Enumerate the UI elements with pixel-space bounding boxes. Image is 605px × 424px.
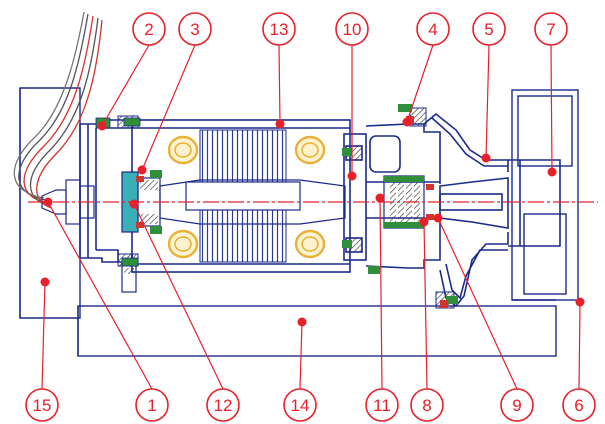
front-mount-frame xyxy=(511,89,579,301)
callout-circle-7 xyxy=(534,12,568,46)
callout-dot-5 xyxy=(481,153,491,163)
callout-label-9: 9 xyxy=(512,396,521,415)
callout-circle-11 xyxy=(365,388,399,422)
callout-circle-9 xyxy=(500,388,534,422)
callout-leader-1 xyxy=(47,201,153,390)
power-cables xyxy=(13,11,103,209)
motor-shaft xyxy=(159,179,346,225)
callout-leader-15 xyxy=(41,281,46,390)
output-shaft xyxy=(439,159,561,247)
callout-label-12: 12 xyxy=(214,396,233,415)
callout-dot-11 xyxy=(375,193,385,203)
callout-circle-2 xyxy=(132,12,166,46)
callout-dot-3 xyxy=(137,165,147,175)
callout-label-10: 10 xyxy=(343,20,362,39)
callout-label-13: 13 xyxy=(270,20,289,39)
rear-support-block xyxy=(19,87,81,319)
callout-label-8: 8 xyxy=(422,396,431,415)
callout-8: 8 xyxy=(410,217,444,422)
callout-dot-10 xyxy=(347,171,357,181)
callout-dot-12 xyxy=(129,199,139,209)
callout-dot-9 xyxy=(433,213,443,223)
callout-label-11: 11 xyxy=(373,396,391,415)
mid-bearing-housing xyxy=(343,133,367,261)
callout-leader-11 xyxy=(379,197,383,390)
callout-dot-1 xyxy=(43,197,53,207)
callout-label-3: 3 xyxy=(190,20,199,39)
callout-leader-6 xyxy=(578,301,581,390)
callout-dot-15 xyxy=(40,277,50,287)
stator-windings xyxy=(167,135,326,259)
callout-label-6: 6 xyxy=(574,396,583,415)
stator-laminations-bottom xyxy=(199,209,287,263)
callout-11: 11 xyxy=(365,193,399,422)
callout-circle-1 xyxy=(135,388,169,422)
callout-circle-14 xyxy=(283,388,317,422)
callout-dot-8 xyxy=(419,217,429,227)
callout-dot-4 xyxy=(402,117,412,127)
callout-circle-4 xyxy=(416,12,450,46)
callout-13: 13 xyxy=(262,12,296,129)
callout-leader-3 xyxy=(141,44,196,171)
callout-circle-12 xyxy=(206,388,240,422)
callout-leader-8 xyxy=(423,221,428,390)
callout-6: 6 xyxy=(562,297,596,422)
callout-leader-14 xyxy=(299,321,303,390)
callout-dot-2 xyxy=(97,121,107,131)
callout-label-15: 15 xyxy=(33,396,52,415)
callout-circle-10 xyxy=(335,12,369,46)
callout-14: 14 xyxy=(283,317,317,422)
callout-circle-5 xyxy=(472,12,506,46)
base-frame xyxy=(77,305,557,357)
callout-15: 15 xyxy=(25,277,59,422)
callout-2: 2 xyxy=(97,12,166,131)
callout-circle-3 xyxy=(178,12,212,46)
callout-7: 7 xyxy=(534,12,568,177)
callout-leader-7 xyxy=(550,44,553,173)
callout-label-14: 14 xyxy=(291,396,310,415)
callout-circle-15 xyxy=(25,388,59,422)
callout-label-4: 4 xyxy=(428,20,437,39)
callout-leader-9 xyxy=(437,217,518,390)
callout-leader-5 xyxy=(485,44,490,159)
rear-bolt-hatch xyxy=(124,268,134,274)
callout-dot-14 xyxy=(297,317,307,327)
callout-label-7: 7 xyxy=(546,20,555,39)
callout-dot-6 xyxy=(575,297,585,307)
callout-leader-2 xyxy=(101,44,150,127)
callout-dot-7 xyxy=(547,167,557,177)
callout-leader-12 xyxy=(133,203,224,390)
callout-circle-8 xyxy=(410,388,444,422)
callout-label-5: 5 xyxy=(484,20,493,39)
stator-laminations-top xyxy=(199,129,287,183)
callout-12: 12 xyxy=(129,199,240,422)
callout-10: 10 xyxy=(335,12,369,181)
callout-9: 9 xyxy=(433,213,534,422)
callout-circle-13 xyxy=(262,12,296,46)
callout-5: 5 xyxy=(472,12,506,163)
callout-label-2: 2 xyxy=(144,20,153,39)
rotor-core xyxy=(185,181,301,211)
callout-3: 3 xyxy=(137,12,212,175)
callout-4: 4 xyxy=(402,12,450,127)
callout-1: 1 xyxy=(43,197,169,422)
callout-dot-13 xyxy=(275,119,285,129)
callout-leader-13 xyxy=(278,44,281,125)
callout-circle-6 xyxy=(562,388,596,422)
callout-label-1: 1 xyxy=(147,396,156,415)
callout-leader-4 xyxy=(406,44,434,123)
